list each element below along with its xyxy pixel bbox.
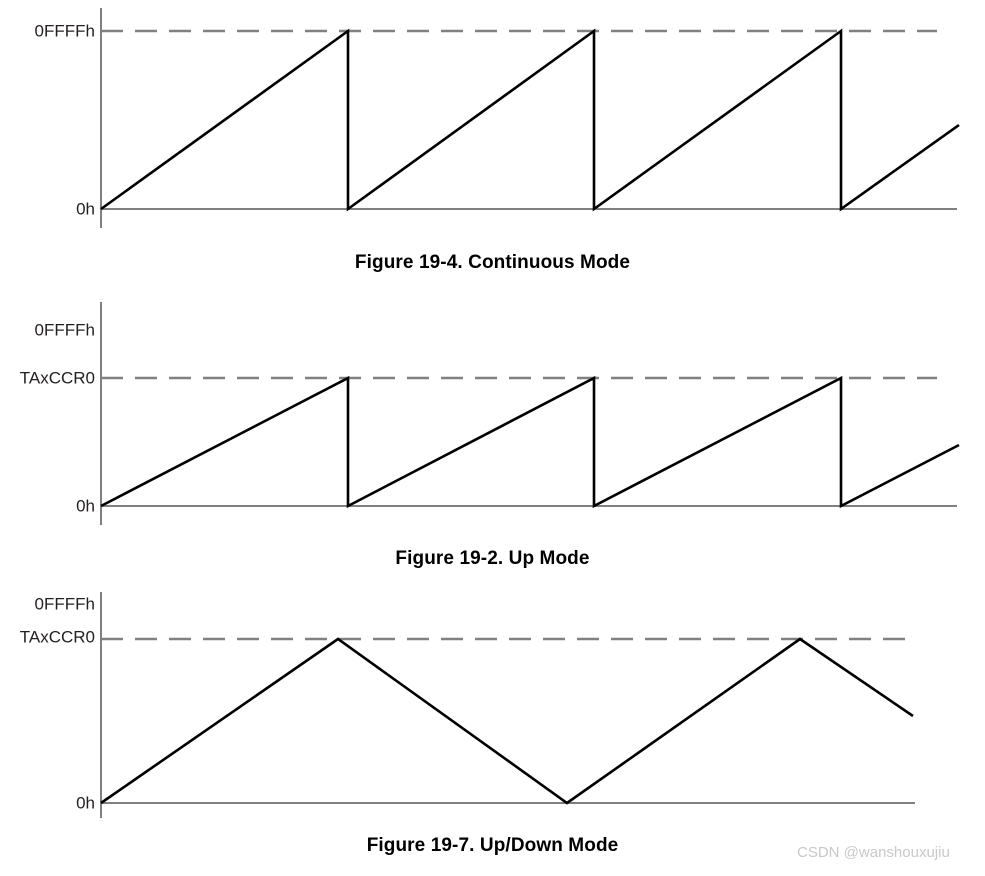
figure-caption-up-mode: Figure 19-2. Up Mode bbox=[395, 548, 590, 569]
y-label-mid: TAxCCR0 bbox=[20, 627, 95, 646]
counter-waveform bbox=[100, 28, 960, 212]
figure-caption-up-down-mode: Figure 19-7. Up/Down Mode bbox=[366, 835, 619, 856]
figure-caption-continuous: Figure 19-4. Continuous Mode bbox=[354, 252, 631, 273]
counter-waveform bbox=[100, 375, 960, 509]
y-label-top: 0FFFFh bbox=[35, 21, 95, 40]
up-down-mode-plot: 0FFFFh TAxCCR0 0h bbox=[20, 592, 915, 818]
y-label-top: 0FFFFh bbox=[35, 594, 95, 613]
csdn-watermark: CSDN @wanshouxujiu bbox=[797, 844, 950, 861]
y-label-top: 0FFFFh bbox=[35, 320, 95, 339]
figure-up-mode: 0FFFFh TAxCCR0 0h Figure 19-2. Up Mode bbox=[0, 300, 985, 580]
up-mode-plot: 0FFFFh TAxCCR0 0h bbox=[20, 302, 960, 525]
counter-waveform bbox=[100, 637, 914, 805]
y-label-bottom: 0h bbox=[76, 199, 95, 218]
continuous-mode-plot: 0FFFFh 0h bbox=[35, 8, 960, 228]
figure-continuous-mode: 0FFFFh 0h Figure 19-4. Continuous Mode bbox=[0, 0, 985, 285]
y-label-mid: TAxCCR0 bbox=[20, 368, 95, 387]
figure-up-down-mode: 0FFFFh TAxCCR0 0h Figure 19-7. Up/Down M… bbox=[0, 590, 985, 876]
y-label-bottom: 0h bbox=[76, 793, 95, 812]
y-label-bottom: 0h bbox=[76, 496, 95, 515]
